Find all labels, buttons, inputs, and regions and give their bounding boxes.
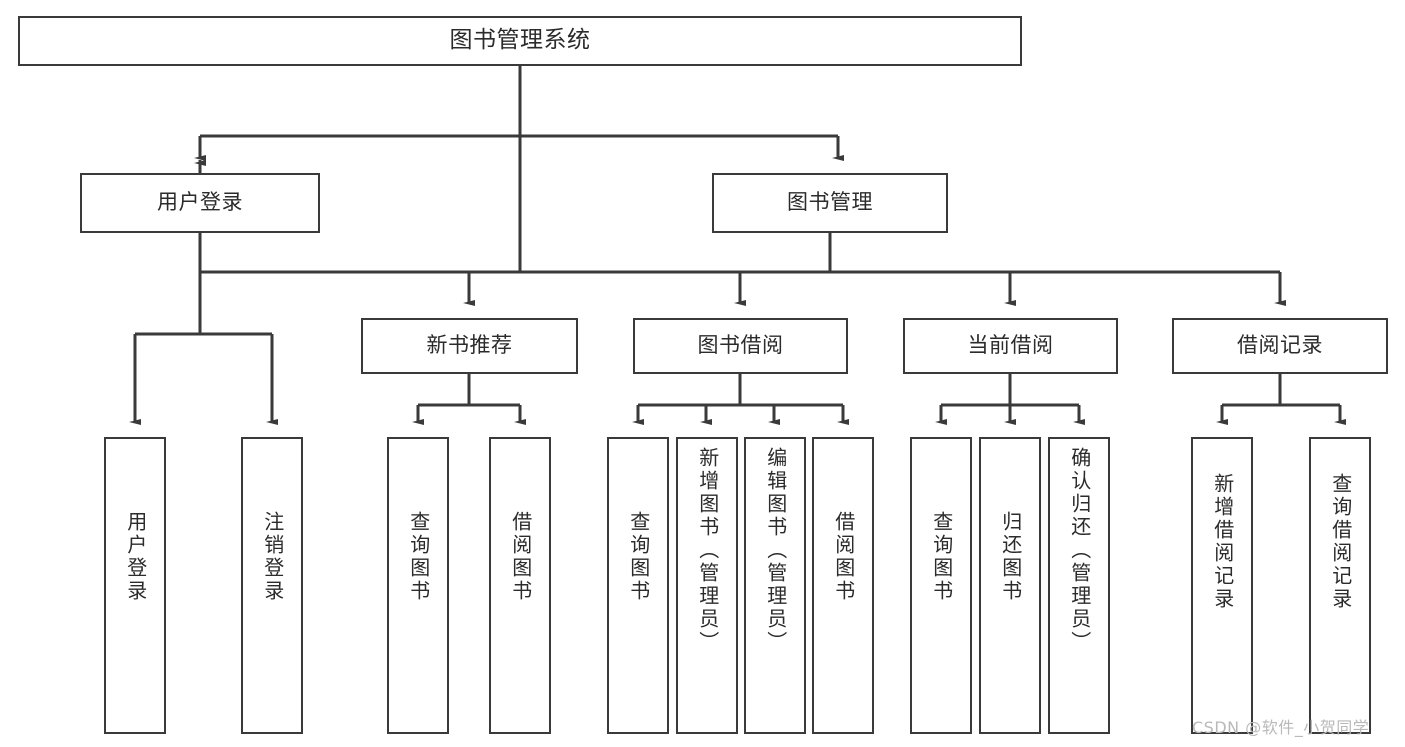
- node-leaf-add-book[interactable]: 新增图书（管理员）: [676, 437, 738, 734]
- node-label: 注销登录: [260, 511, 285, 603]
- node-leaf-query-borrow-record[interactable]: 查询借阅记录: [1309, 437, 1371, 734]
- node-label: 图书管理系统: [449, 27, 591, 54]
- node-label: 新书推荐: [426, 333, 513, 358]
- node-label: 查询借阅记录: [1328, 473, 1353, 611]
- node-book-management-system[interactable]: 图书管理系统: [18, 16, 1022, 66]
- node-current-borrow[interactable]: 当前借阅: [903, 318, 1118, 374]
- node-label: 新增图书（管理员）: [695, 447, 720, 654]
- node-label: 用户登录: [157, 190, 243, 215]
- node-leaf-edit-book[interactable]: 编辑图书（管理员）: [744, 437, 806, 734]
- node-leaf-query-book-current[interactable]: 查询图书: [910, 437, 972, 734]
- csdn-watermark: CSDN @软件_小贺同学: [1192, 718, 1370, 737]
- node-book-borrow[interactable]: 图书借阅: [633, 318, 848, 374]
- node-leaf-query-book-borrow[interactable]: 查询图书: [607, 437, 669, 734]
- node-label: 借阅图书: [831, 511, 856, 603]
- node-label: 用户登录: [123, 511, 148, 603]
- node-label: 查询图书: [929, 511, 954, 603]
- node-leaf-confirm-return[interactable]: 确认归还（管理员）: [1048, 437, 1110, 734]
- node-label: 借阅图书: [508, 511, 533, 603]
- node-leaf-borrow-book[interactable]: 借阅图书: [812, 437, 874, 734]
- node-book-management[interactable]: 图书管理: [712, 173, 948, 233]
- node-borrow-record[interactable]: 借阅记录: [1172, 318, 1388, 374]
- node-leaf-add-borrow-record[interactable]: 新增借阅记录: [1191, 437, 1253, 734]
- node-leaf-query-book-recommend[interactable]: 查询图书: [387, 437, 449, 734]
- node-label: 归还图书: [998, 511, 1023, 603]
- node-label: 借阅记录: [1237, 333, 1323, 358]
- node-label: 图书借阅: [697, 333, 784, 358]
- node-label: 确认归还（管理员）: [1067, 447, 1092, 654]
- node-leaf-logout-login[interactable]: 注销登录: [241, 437, 303, 734]
- node-new-book-recommend[interactable]: 新书推荐: [361, 318, 578, 374]
- node-label: 新增借阅记录: [1210, 473, 1235, 611]
- node-user-login[interactable]: 用户登录: [80, 173, 320, 233]
- node-label: 查询图书: [406, 511, 431, 603]
- node-label: 查询图书: [626, 511, 651, 603]
- node-leaf-return-book[interactable]: 归还图书: [979, 437, 1041, 734]
- node-leaf-user-login[interactable]: 用户登录: [104, 437, 166, 734]
- node-label: 图书管理: [787, 190, 873, 215]
- node-label: 当前借阅: [967, 333, 1054, 358]
- node-leaf-borrow-book-recommend[interactable]: 借阅图书: [489, 437, 551, 734]
- node-label: 编辑图书（管理员）: [763, 447, 788, 654]
